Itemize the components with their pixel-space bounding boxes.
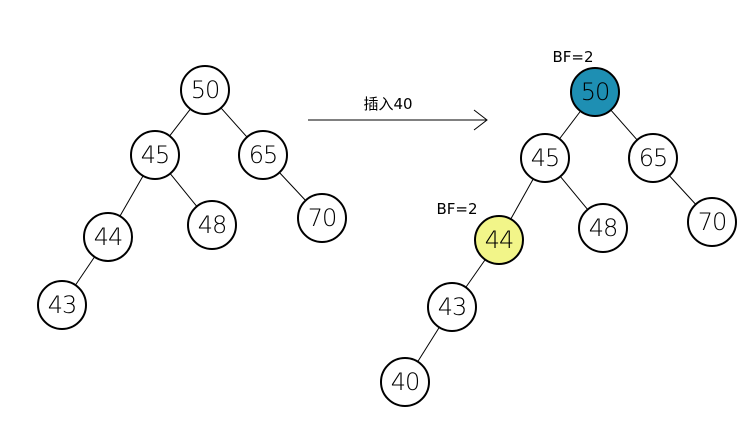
node-value: 70 — [308, 204, 337, 232]
node-circle — [187, 200, 237, 250]
tree-node-before-50: 50 — [180, 65, 230, 115]
node-value: 65 — [639, 144, 668, 172]
node-value: 50 — [191, 76, 220, 104]
node-circle — [687, 197, 737, 247]
balance-factor-label-bf-44: BF=2 — [436, 200, 477, 218]
node-value: 70 — [698, 208, 727, 236]
tree-node-after-65: 65 — [628, 133, 678, 183]
edge-a45-a48 — [559, 176, 589, 210]
tree-node-before-48: 48 — [187, 200, 237, 250]
insert-label: 插入40 — [363, 95, 412, 113]
tree-node-before-70: 70 — [297, 193, 347, 243]
edge-a45-a44 — [510, 178, 534, 220]
edge-b45-b48 — [169, 173, 198, 207]
annotations-layer: BF=2BF=2 — [436, 48, 593, 218]
node-circle — [628, 133, 678, 183]
node-circle — [520, 133, 570, 183]
node-value: 45 — [531, 144, 560, 172]
node-value: 44 — [94, 223, 123, 251]
edge-b45-b44 — [119, 175, 144, 217]
edge-a44-a43 — [465, 259, 486, 288]
node-value: 43 — [48, 291, 77, 319]
tree-node-before-65: 65 — [238, 130, 288, 180]
node-value: 50 — [581, 78, 610, 106]
tree-node-before-44: 44 — [83, 212, 133, 262]
edges-layer — [75, 107, 697, 362]
node-circle — [297, 193, 347, 243]
node-circle — [474, 215, 524, 265]
edge-b65-b70 — [279, 172, 306, 201]
node-circle — [427, 282, 477, 332]
node-circle — [180, 65, 230, 115]
node-value: 48 — [589, 214, 618, 242]
tree-node-after-44: 44 — [474, 215, 524, 265]
edge-a50-a65 — [610, 109, 638, 141]
node-value: 48 — [198, 211, 227, 239]
node-value: 45 — [141, 141, 170, 169]
insert-arrow: 插入40 — [308, 95, 488, 131]
node-circle — [83, 212, 133, 262]
node-value: 40 — [391, 368, 420, 396]
tree-node-before-45: 45 — [130, 130, 180, 180]
tree-node-after-40: 40 — [380, 357, 430, 407]
edge-a43-a40 — [417, 327, 440, 362]
tree-node-before-43: 43 — [37, 280, 87, 330]
node-circle — [37, 280, 87, 330]
edge-b44-b43 — [75, 256, 95, 286]
edge-b50-b65 — [220, 107, 248, 138]
insert-arrow-head — [473, 109, 488, 131]
node-circle — [380, 357, 430, 407]
node-value: 44 — [485, 226, 514, 254]
tree-node-after-70: 70 — [687, 197, 737, 247]
balance-factor-label-bf-root: BF=2 — [552, 48, 593, 66]
tree-node-after-48: 48 — [578, 203, 628, 253]
edge-b50-b45 — [169, 108, 191, 137]
node-circle — [130, 130, 180, 180]
node-value: 65 — [249, 141, 278, 169]
edge-a50-a45 — [559, 110, 581, 140]
node-value: 43 — [438, 293, 467, 321]
nodes-layer: 50 45 65 44 48 70 43 50 45 65 44 48 70 43 40 — [37, 65, 737, 407]
tree-node-after-50: 50 — [570, 67, 620, 117]
tree-node-after-43: 43 — [427, 282, 477, 332]
tree-node-after-45: 45 — [520, 133, 570, 183]
node-circle — [578, 203, 628, 253]
edge-a65-a70 — [668, 175, 697, 205]
node-circle — [570, 67, 620, 117]
node-circle — [238, 130, 288, 180]
